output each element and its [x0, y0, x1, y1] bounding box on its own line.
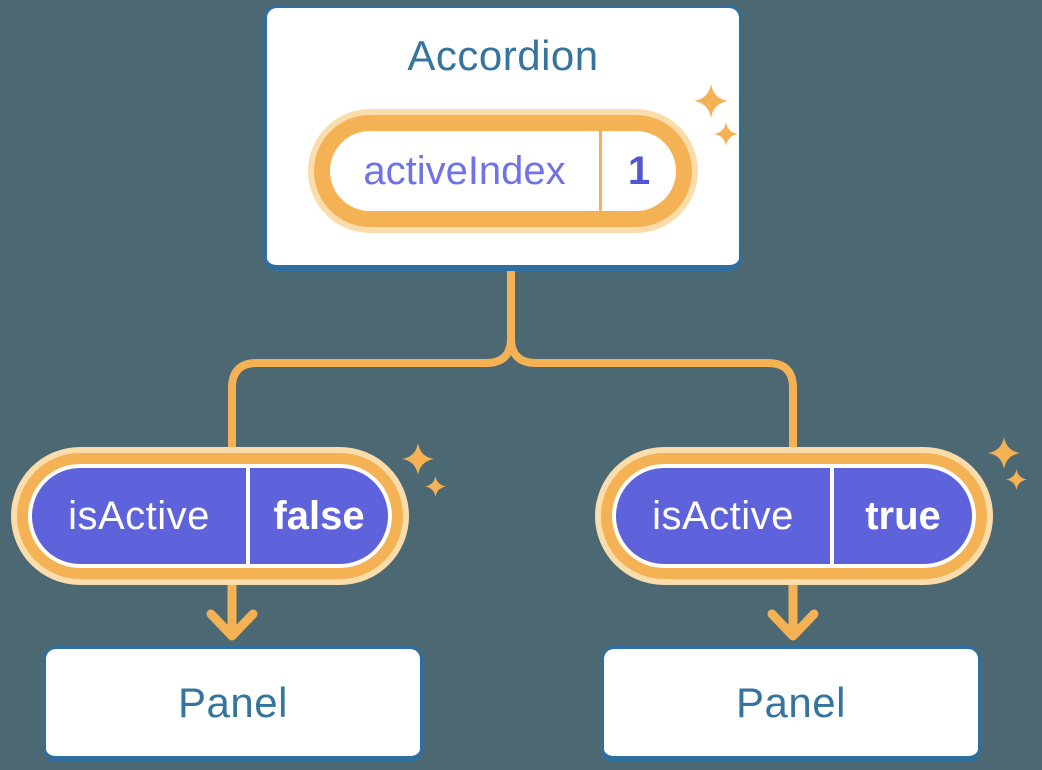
- prop-pill-label: isActive: [68, 493, 210, 538]
- sparkle-icon: [714, 122, 738, 146]
- sparkle-icon: [988, 437, 1020, 469]
- state-pill-active-index: activeIndex 1: [314, 115, 692, 227]
- arrow-right: [767, 567, 819, 641]
- panel-box-left: Panel: [43, 646, 423, 762]
- accordion-box: Accordion activeIndex 1: [264, 5, 742, 271]
- prop-pill-value: true: [865, 493, 941, 538]
- prop-pill-label: isActive: [652, 493, 794, 538]
- state-pill-value: 1: [627, 148, 651, 193]
- sparkle-icon: [425, 476, 446, 497]
- sparkle-icon: [1006, 469, 1027, 490]
- panel-title: Panel: [736, 678, 846, 726]
- state-pill-divider: [599, 131, 602, 211]
- prop-pill-value: false: [273, 493, 365, 538]
- prop-pill-isactive-false: isActive false: [17, 453, 403, 579]
- arrow-left: [206, 567, 258, 641]
- fork-connector: [228, 267, 797, 474]
- prop-pill-divider: [830, 468, 834, 564]
- accordion-title: Accordion: [407, 32, 599, 79]
- prop-pill-divider: [246, 468, 250, 564]
- panel-title: Panel: [178, 678, 288, 726]
- panel-box-right: Panel: [601, 646, 981, 762]
- sparkle-icon: [694, 84, 728, 118]
- sparkle-icon: [402, 443, 434, 475]
- state-pill-label: activeIndex: [363, 148, 566, 193]
- prop-pill-isactive-true: isActive true: [601, 453, 987, 579]
